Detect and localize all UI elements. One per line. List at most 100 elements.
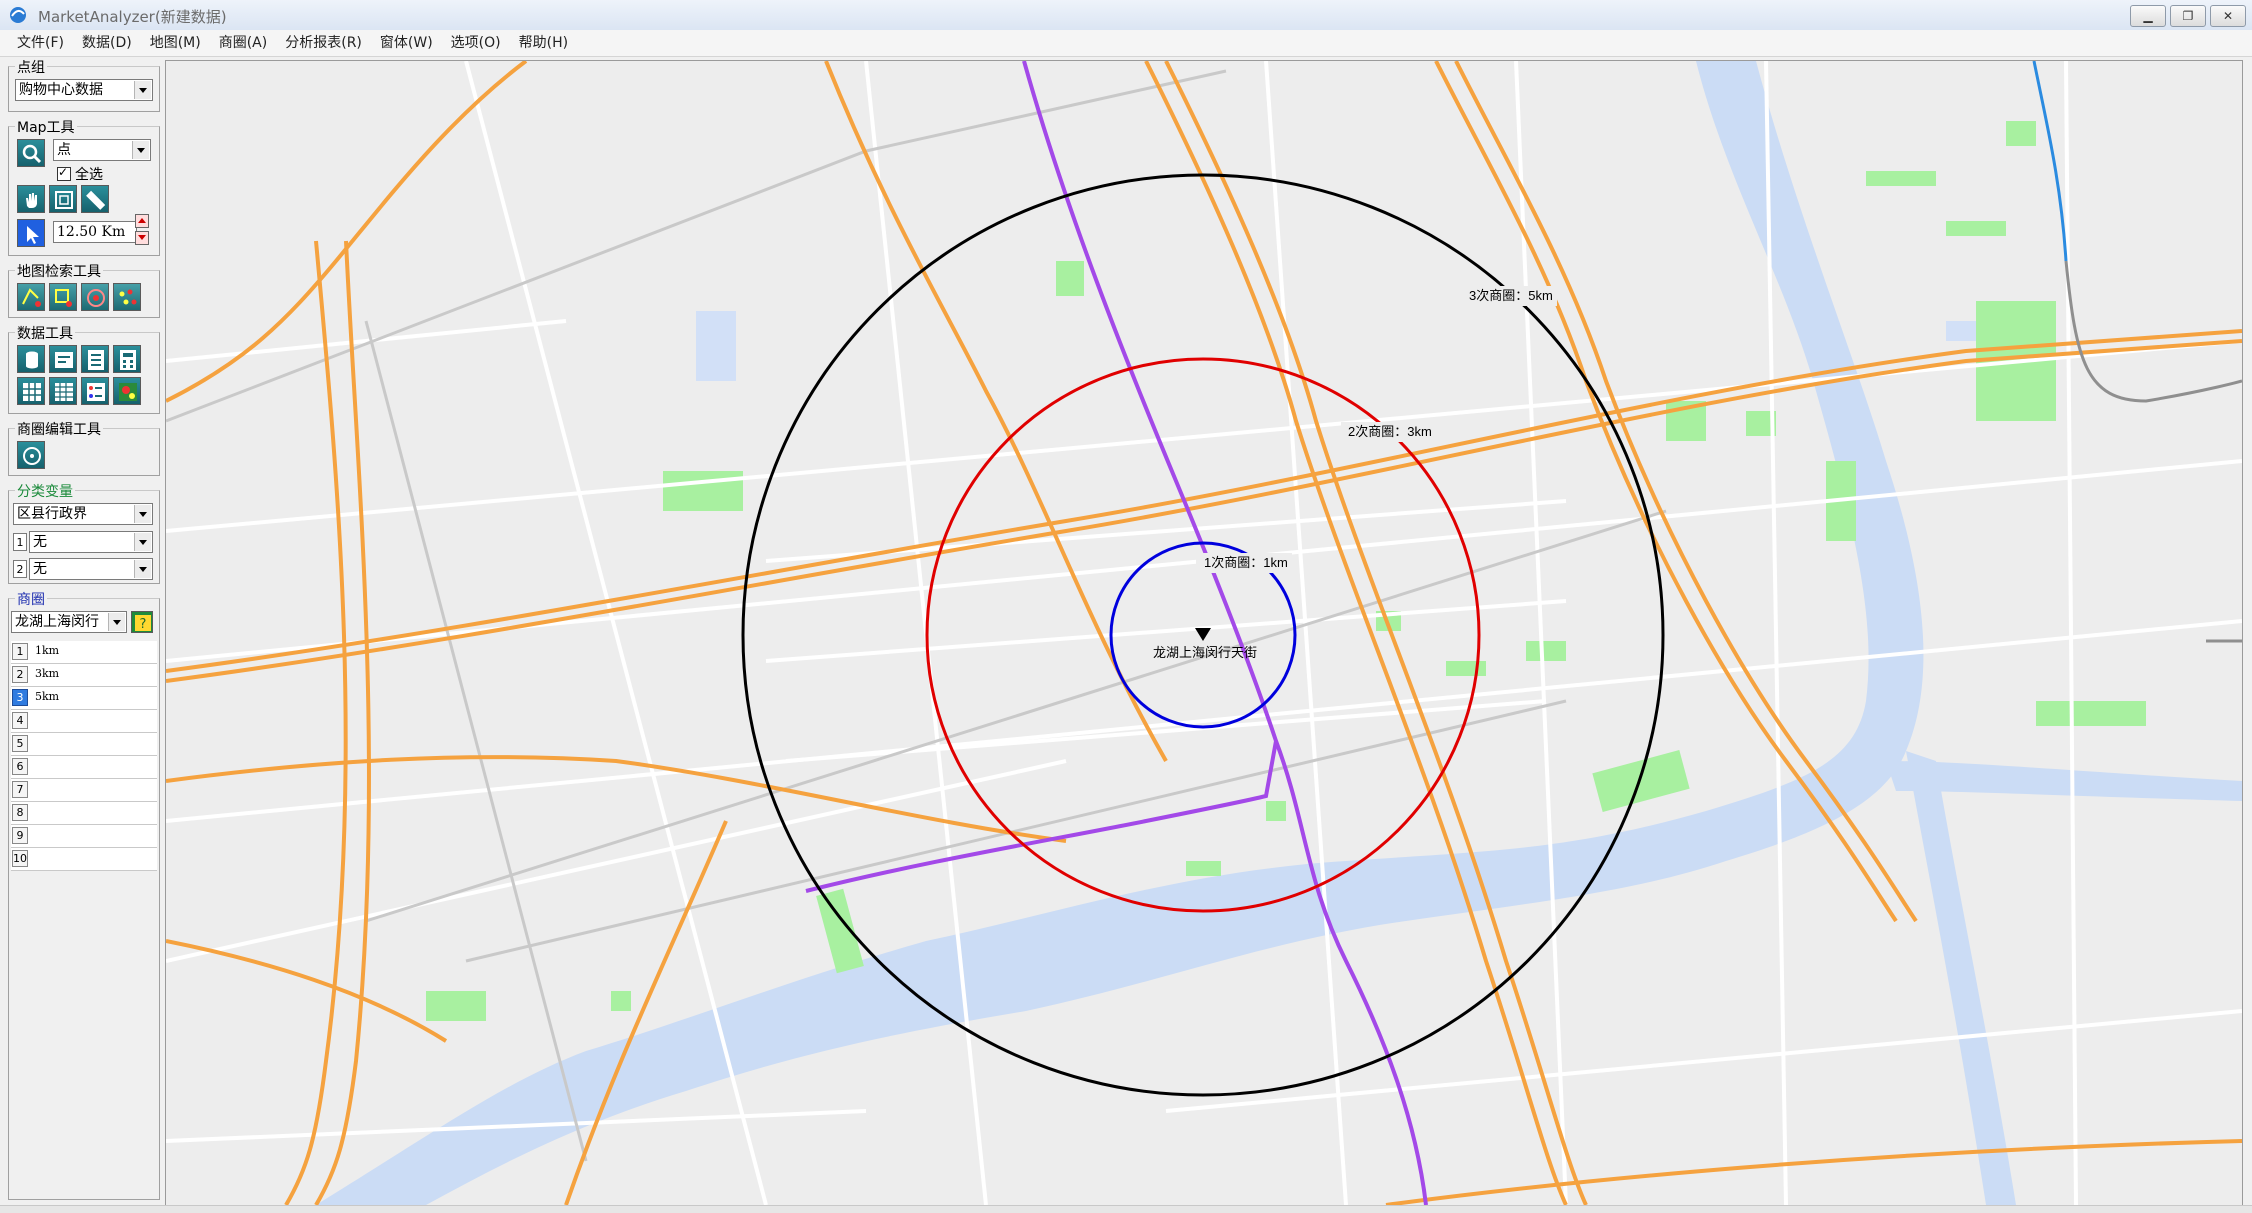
scale-down-button[interactable]: [135, 231, 149, 245]
water-patch: [696, 311, 736, 381]
spreadsheet-button[interactable]: [49, 377, 77, 405]
category-var-value: 区县行政界: [17, 506, 87, 522]
ring-index[interactable]: 7: [12, 781, 28, 798]
layer-select[interactable]: 点: [53, 139, 151, 161]
window-title: MarketAnalyzer(新建数据): [38, 8, 227, 26]
ring-row[interactable]: 5: [11, 733, 157, 756]
trade-area-select[interactable]: 龙湖上海闵行: [11, 611, 127, 633]
secondary-ring-label: 2次商圈：3km: [1348, 424, 1432, 439]
map-view[interactable]: 1次商圈：1km 2次商圈：3km 3次商圈：5km 龙湖上海闵行天街: [165, 60, 2243, 1206]
scale-up-button[interactable]: [135, 214, 149, 228]
ring-row[interactable]: 4: [11, 710, 157, 733]
map-canvas[interactable]: 1次商圈：1km 2次商圈：3km 3次商圈：5km 龙湖上海闵行天街: [166, 61, 2242, 1205]
ring-row[interactable]: 7: [11, 779, 157, 802]
ring-index[interactable]: 3: [12, 689, 28, 706]
menu-report[interactable]: 分析报表(R): [285, 35, 362, 51]
category-var-select[interactable]: 区县行政界: [13, 503, 153, 525]
menu-window[interactable]: 窗体(W): [379, 35, 433, 51]
ruler-icon: [86, 190, 106, 210]
zoom-box-tool-button[interactable]: [49, 185, 77, 213]
trade-area-edit-title: 商圈编辑工具: [15, 419, 103, 439]
grid-table-button[interactable]: [17, 377, 45, 405]
var1-index: 1: [13, 533, 27, 551]
ring-row[interactable]: 3 5km: [11, 687, 157, 710]
secondary-ring[interactable]: [925, 357, 1481, 913]
var2-select[interactable]: 无: [29, 558, 153, 580]
scale-field[interactable]: 12.50 Km: [53, 221, 137, 243]
var2-index: 2: [13, 560, 27, 578]
ring-radius-value: 5km: [35, 690, 60, 703]
legend-button[interactable]: [81, 377, 109, 405]
tertiary-label-bg: [1463, 286, 1557, 306]
cursor-arrow-icon: [27, 226, 39, 244]
ring-row[interactable]: 9: [11, 825, 157, 848]
select-all-checkbox[interactable]: [57, 165, 71, 181]
ring-row[interactable]: 2 3km: [11, 664, 157, 687]
restore-button[interactable]: ❐: [2170, 5, 2206, 27]
map-tools-title: Map工具: [15, 117, 77, 137]
ring-index[interactable]: 5: [12, 735, 28, 752]
menu-help[interactable]: 帮助(H): [518, 35, 569, 51]
point-group-select[interactable]: 购物中心数据: [15, 79, 153, 101]
form-icon: [55, 352, 73, 368]
ring-index[interactable]: 4: [12, 712, 28, 729]
report-button[interactable]: [81, 345, 109, 373]
left-tool-panel: 点组 购物中心数据 Map工具 点 全选 12.50 Km: [8, 57, 160, 1202]
measure-tool-button[interactable]: [81, 185, 109, 213]
menu-map[interactable]: 地图(M): [149, 35, 201, 51]
ring-index[interactable]: 9: [12, 827, 28, 844]
ring-index[interactable]: 6: [12, 758, 28, 775]
heatmap-icon: [119, 383, 137, 401]
pan-tool-button[interactable]: [17, 185, 45, 213]
ring-row[interactable]: 8: [11, 802, 157, 825]
map-tools-box: Map工具 点 全选 12.50 Km: [8, 117, 160, 256]
svg-text:?: ?: [140, 617, 147, 632]
search-scatter-button[interactable]: [113, 283, 141, 311]
ring-index[interactable]: 1: [12, 643, 28, 660]
ring-row[interactable]: 6: [11, 756, 157, 779]
river-main: [316, 61, 1924, 1205]
secondary-label-bg: [1341, 422, 1435, 442]
menu-trade-area[interactable]: 商圈(A): [218, 35, 268, 51]
search-radius-button[interactable]: [81, 283, 109, 311]
trade-area-title: 商圈: [15, 589, 47, 609]
point-group-value: 购物中心数据: [19, 82, 103, 98]
ring-row[interactable]: 10: [11, 848, 157, 871]
menu-options[interactable]: 选项(O): [450, 35, 501, 51]
point-group-title: 点组: [15, 57, 47, 77]
tertiary-ring[interactable]: [741, 173, 1665, 1097]
menu-file[interactable]: 文件(F): [17, 35, 64, 51]
store-marker-icon[interactable]: [1195, 628, 1211, 641]
ring-edit-button[interactable]: [17, 441, 45, 469]
zoom-tool-button[interactable]: [17, 139, 45, 167]
scatter-points-icon: [119, 289, 137, 305]
trade-area-value: 龙湖上海闵行: [15, 614, 99, 630]
layer-value: 点: [57, 142, 71, 158]
calculator-button[interactable]: [113, 345, 141, 373]
status-bar: [0, 1205, 2252, 1213]
var1-select[interactable]: 无: [29, 531, 153, 553]
menu-data[interactable]: 数据(D): [81, 35, 132, 51]
data-tools-title: 数据工具: [15, 323, 75, 343]
var1-value: 无: [33, 534, 47, 550]
ring-radius-value: 3km: [35, 667, 60, 680]
ring-index[interactable]: 2: [12, 666, 28, 683]
heatmap-button[interactable]: [113, 377, 141, 405]
ring-index[interactable]: 8: [12, 804, 28, 821]
chevron-down-icon: [108, 613, 125, 631]
close-button[interactable]: ✕: [2210, 5, 2246, 27]
document-list-icon: [88, 350, 104, 370]
trade-area-help-button[interactable]: ?: [131, 611, 153, 633]
database-button[interactable]: [17, 345, 45, 373]
search-rect-button[interactable]: [49, 283, 77, 311]
search-polygon-button[interactable]: [17, 283, 45, 311]
primary-ring[interactable]: [1109, 541, 1297, 729]
form-button[interactable]: [49, 345, 77, 373]
minimize-button[interactable]: ▁: [2130, 5, 2166, 27]
trade-area-edit-box: 商圈编辑工具: [8, 419, 160, 476]
table-grid-icon: [23, 383, 41, 401]
ring-index[interactable]: 10: [12, 850, 28, 867]
pointer-tool-button[interactable]: [17, 219, 45, 247]
